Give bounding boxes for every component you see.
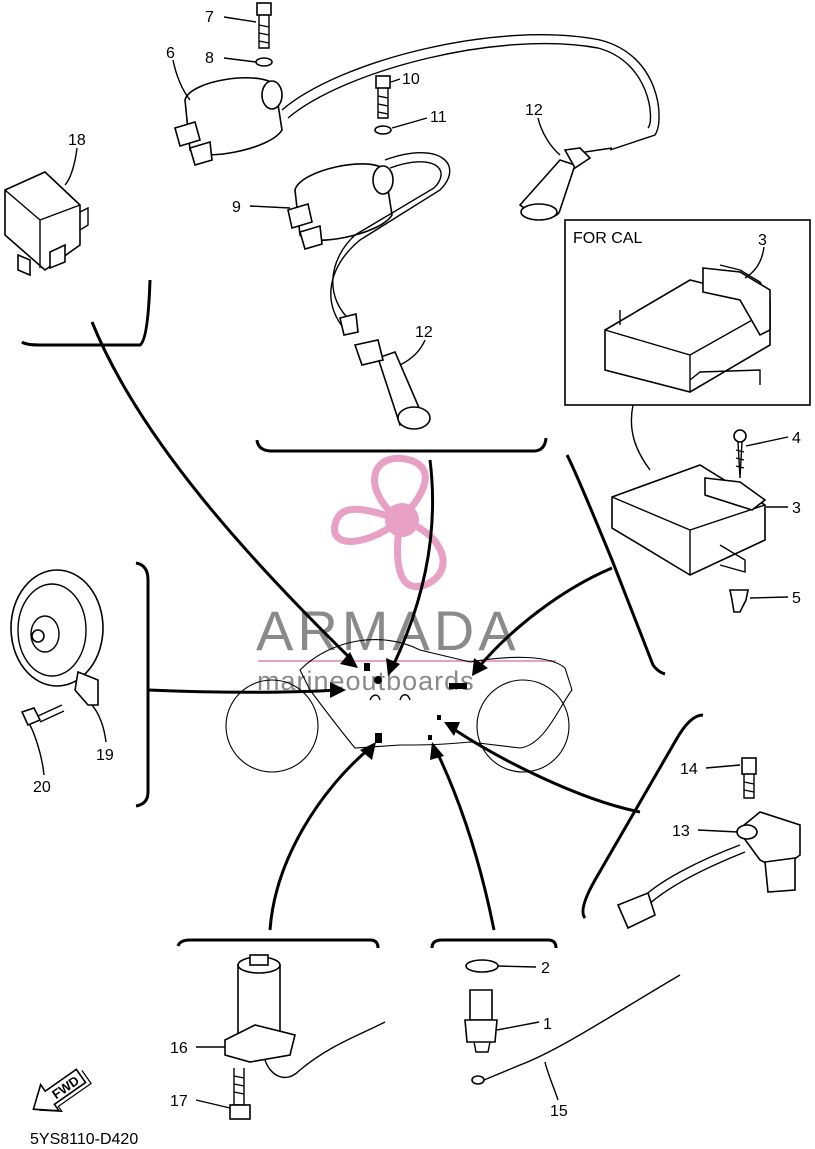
bolt-20 [20, 704, 65, 727]
washer-8 [255, 57, 273, 67]
callout-14: 14 [680, 761, 698, 778]
callout-15: 15 [550, 1103, 568, 1120]
diagram-code: 5YS8110-D420 [30, 1131, 138, 1148]
callout-4: 4 [792, 430, 801, 447]
washer-11 [374, 125, 392, 135]
watermark: ARMADA marineoutboards [256, 455, 556, 696]
ignition-coil-6 [174, 34, 660, 166]
watermark-name: ARMADA [256, 599, 520, 662]
plug-cap-12-lower [353, 339, 431, 430]
callout-16: 16 [170, 1040, 188, 1057]
callout-12-top: 12 [525, 102, 543, 119]
callout-8: 8 [205, 50, 214, 67]
callout-3: 3 [792, 500, 801, 517]
horn-19 [10, 569, 104, 706]
callout-9: 9 [232, 199, 241, 216]
switch-1 [464, 989, 498, 1053]
ecu-unit [611, 464, 767, 576]
callout-17: 17 [170, 1093, 188, 1110]
screw-14 [741, 757, 757, 799]
callout-5: 5 [792, 590, 801, 607]
bolt-17 [229, 1068, 251, 1120]
motorcycle-outline [225, 639, 573, 773]
sensor-13 [616, 811, 801, 930]
relay-18 [4, 171, 89, 277]
callout-3-inset: 3 [758, 232, 767, 249]
callout-11: 11 [430, 109, 447, 126]
lead-wire-15 [471, 974, 681, 1085]
callout-19: 19 [96, 747, 114, 764]
callout-12-lower: 12 [415, 324, 433, 341]
callout-10: 10 [402, 71, 420, 88]
inset-caption: FOR CAL [573, 230, 642, 247]
screw-4 [733, 429, 747, 479]
grommet-5 [729, 589, 749, 613]
leader-curves [90, 321, 641, 931]
callout-labels: 7 8 6 10 11 9 12 12 18 3 4 3 5 19 20 14 … [33, 9, 801, 1120]
ecu-unit-inset [604, 264, 771, 393]
callout-1: 1 [543, 1016, 552, 1033]
for-cal-inset: FOR CAL [564, 219, 811, 406]
inset-pointer [630, 404, 651, 471]
gasket-2 [465, 959, 499, 973]
bolt-10 [375, 75, 391, 119]
callout-2: 2 [541, 960, 550, 977]
sensor-16 [224, 954, 386, 1079]
watermark-logo [331, 455, 447, 591]
fwd-arrow: FWD [32, 1068, 92, 1112]
callout-20: 20 [33, 779, 51, 796]
plug-cap-12-top [518, 147, 613, 221]
ignition-coil-9 [287, 152, 451, 336]
group-brackets [21, 279, 704, 949]
callout-6: 6 [166, 45, 175, 62]
callout-7: 7 [205, 9, 214, 26]
callout-18: 18 [68, 132, 86, 149]
callout-13: 13 [672, 823, 690, 840]
bolt-7 [256, 2, 272, 49]
leader-lines [29, 16, 789, 1109]
